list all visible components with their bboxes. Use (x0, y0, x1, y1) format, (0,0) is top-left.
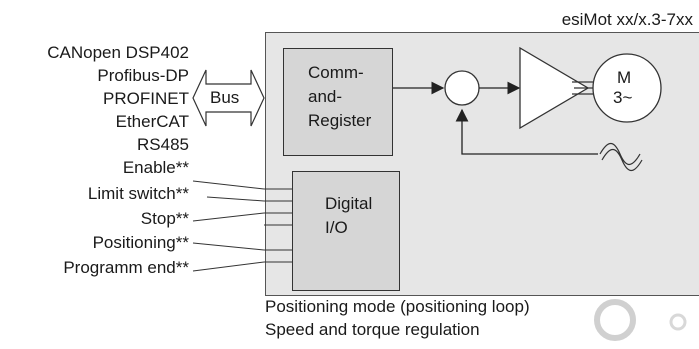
device-model-label: esiMot xx/x.3-7xx (561, 10, 693, 29)
protocol-profibus: Profibus-DP (97, 66, 189, 85)
digital-io-block: Digital I/O (292, 171, 400, 291)
feature-positioning-mode: Positioning mode (positioning loop) (265, 297, 530, 316)
amplifier-triangle (519, 46, 590, 130)
signal-programm-end: Programm end** (63, 258, 189, 277)
signal-stop: Stop** (140, 209, 189, 228)
motor-label-m: M (617, 68, 632, 87)
comm-register-line-2: and- (308, 87, 343, 106)
feature-speed-torque: Speed and torque regulation (265, 320, 480, 339)
digital-io-line-1: Digital (325, 194, 373, 213)
feedback-line (455, 108, 598, 155)
resolver-symbol (599, 142, 643, 172)
signal-enable: Enable** (122, 158, 189, 177)
bus-double-arrow (192, 69, 265, 127)
comm-register-line-3: Register (308, 111, 372, 130)
bus-label: Bus (210, 88, 240, 107)
digital-io-line-2: I/O (325, 218, 348, 237)
motor-label-phases: 3~ (613, 88, 633, 107)
comm-register-block: Comm- and- Register (283, 48, 393, 156)
summing-junction (444, 70, 480, 106)
signal-positioning: Positioning** (92, 233, 189, 252)
protocol-ethercat: EtherCAT (115, 112, 189, 131)
comm-register-line-1: Comm- (308, 63, 364, 82)
protocol-profinet: PROFINET (103, 89, 189, 108)
signal-limit-switch: Limit switch** (87, 184, 189, 203)
motor-circle (592, 53, 662, 123)
protocol-canopen: CANopen DSP402 (47, 43, 189, 62)
protocol-rs485: RS485 (137, 135, 189, 154)
